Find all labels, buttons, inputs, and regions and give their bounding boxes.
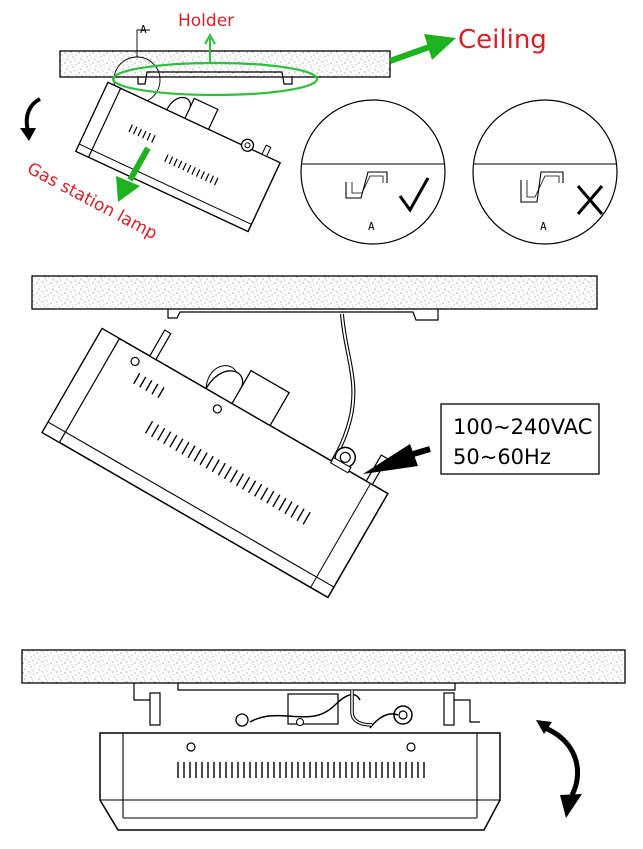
- frequency-spec: 50~60Hz: [453, 445, 551, 469]
- vent-slots: [177, 762, 425, 778]
- rotate-arrow-icon: [536, 720, 582, 818]
- pointer-arrow-icon: [363, 444, 418, 474]
- detail-correct: A: [300, 99, 446, 245]
- holder-bracket: [167, 309, 439, 321]
- detail-wrong: A: [472, 99, 618, 245]
- svg-text:A: A: [540, 220, 547, 233]
- checkmark-icon: [398, 177, 430, 213]
- step-2-connect-power: 100~240VAC 50~60Hz: [31, 275, 600, 599]
- ceiling-label: Ceiling: [458, 25, 547, 55]
- tilted-lamp-small: [74, 81, 282, 233]
- step-3-mounted-lamp: [21, 649, 626, 831]
- step-1-hang-lamp: A Holder Ceiling: [20, 11, 618, 245]
- rotate-arrow-icon: [20, 97, 42, 141]
- voltage-spec: 100~240VAC: [453, 415, 592, 439]
- svg-text:A: A: [368, 220, 375, 233]
- vent-slots: [128, 124, 219, 186]
- ceiling-pointer-arrow-icon: [388, 43, 434, 64]
- holder-highlight-ellipse: [111, 61, 319, 97]
- mounted-lamp: [99, 732, 501, 831]
- holder-label: Holder: [178, 11, 234, 31]
- ceiling-slab: [21, 649, 626, 684]
- detail-marker-a: A: [140, 23, 147, 36]
- ceiling-slab: [31, 275, 598, 310]
- lamp-pointer-arrow-icon: [127, 146, 151, 182]
- holder-bracket: [137, 71, 293, 85]
- power-spec-box: 100~240VAC 50~60Hz: [440, 403, 600, 475]
- cross-icon: [576, 185, 604, 215]
- holder-pointer-arrow-icon: [204, 32, 216, 64]
- tilted-lamp-large: [41, 327, 389, 599]
